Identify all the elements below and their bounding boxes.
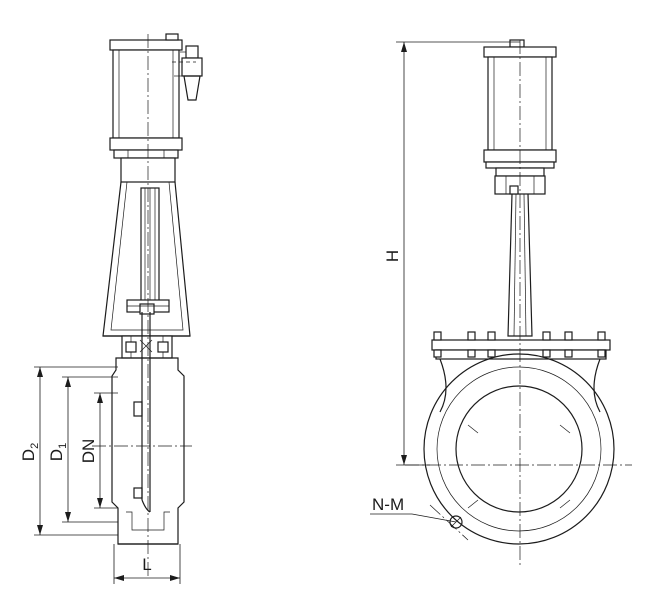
leader-n-m: N-M xyxy=(370,495,457,523)
side-solenoid xyxy=(172,45,203,101)
front-view: H N-M xyxy=(370,39,632,565)
front-body-circle xyxy=(423,353,615,545)
bolt-hole-centerline xyxy=(429,504,469,541)
dn-label: DN xyxy=(79,439,98,464)
d1-label: D1 xyxy=(47,443,69,461)
side-valve-body xyxy=(111,357,185,545)
n-m-label: N-M xyxy=(372,495,404,514)
side-gland xyxy=(121,335,173,359)
side-yoke xyxy=(102,157,191,337)
d2-label: D2 xyxy=(19,443,41,461)
l-label: L xyxy=(142,555,151,574)
dimension-d1: D1 xyxy=(47,376,118,523)
dimension-l: L xyxy=(113,544,181,584)
dimension-dn: DN xyxy=(79,392,118,509)
dimension-h: H xyxy=(383,41,520,466)
h-label: H xyxy=(383,250,402,262)
side-view: D2 D1 DN L xyxy=(19,33,203,584)
flange-bolts xyxy=(433,331,606,358)
side-gate xyxy=(141,312,151,513)
dimension-d2: D2 xyxy=(19,366,118,536)
side-cylinder xyxy=(109,33,183,159)
